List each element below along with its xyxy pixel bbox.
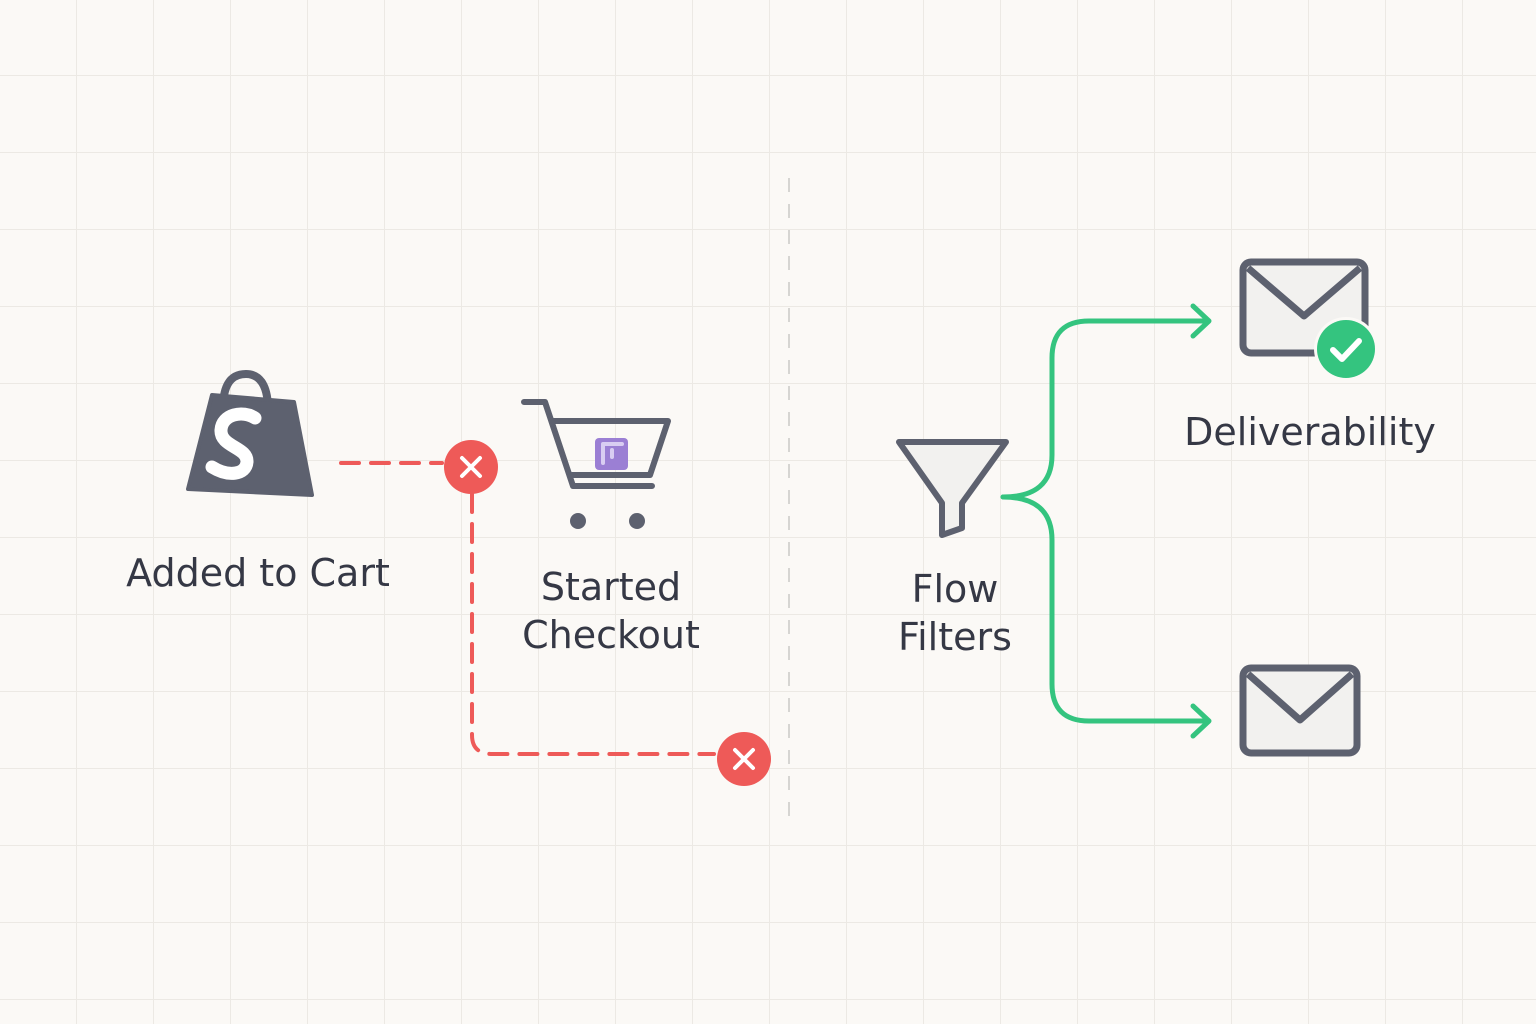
- flow-filters-label: Flow Filters: [860, 565, 1050, 661]
- envelope-icon: [1239, 664, 1361, 757]
- flow-filters-line1: Flow: [911, 567, 999, 611]
- connector-filter-to-deliverability: [1000, 318, 1211, 500]
- added-to-cart-text: Added to Cart: [126, 551, 390, 595]
- checkout-badge-icon: [595, 438, 628, 470]
- flow-filters-line2: Filters: [898, 615, 1012, 659]
- deliverability-label: Deliverability: [1160, 408, 1460, 456]
- envelope-check-icon: [1239, 258, 1378, 381]
- started-checkout-line1: Started: [540, 565, 682, 609]
- started-checkout-line2: Checkout: [522, 613, 700, 657]
- added-to-cart-label: Added to Cart: [100, 549, 416, 597]
- success-connectors: [1000, 303, 1212, 739]
- blocked-connectors: [339, 461, 716, 756]
- arrowhead-top: [1190, 303, 1212, 339]
- shopify-bag-icon: [186, 369, 314, 497]
- exit-x-icon: [717, 732, 771, 786]
- shopping-cart-icon: [521, 399, 671, 529]
- connector-filter-to-email: [1000, 494, 1211, 724]
- connector-block-to-exit: [470, 492, 716, 756]
- started-checkout-label: Started Checkout: [480, 563, 742, 659]
- funnel-icon: [896, 439, 1009, 538]
- blocked-x-icon: [444, 440, 498, 494]
- deliverability-text: Deliverability: [1184, 410, 1436, 454]
- arrowhead-bottom: [1190, 703, 1212, 739]
